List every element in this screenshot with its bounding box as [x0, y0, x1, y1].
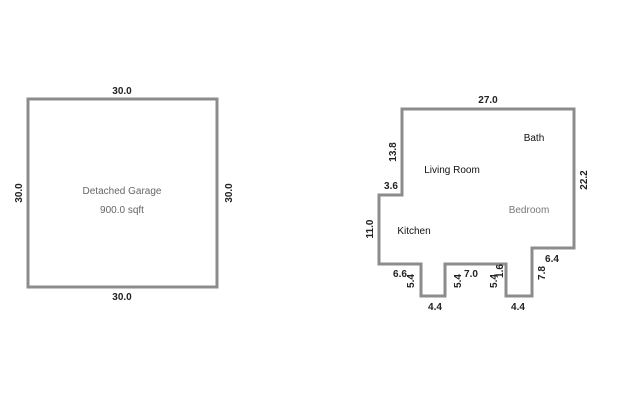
- garage-title: Detached Garage: [83, 186, 162, 197]
- house-dim-notch-right-bottom: 4.4: [511, 302, 525, 313]
- house-dim-left-step: 3.6: [384, 181, 398, 192]
- garage-dim-right: 30.0: [224, 183, 235, 203]
- garage-dim-left: 30.0: [14, 183, 25, 203]
- house-dim-middle: 7.0: [464, 269, 478, 280]
- house-dim-bottom-right-step: 6.4: [545, 254, 559, 265]
- house-dim-notch-right-small: 1.6: [495, 264, 506, 278]
- room-label-kitchen: Kitchen: [397, 226, 430, 237]
- garage-dim-bottom: 30.0: [112, 292, 132, 303]
- house-dim-right: 22.2: [579, 170, 590, 190]
- house-dim-left-lower: 11.0: [365, 219, 376, 238]
- house-dim-bottom-left-step: 6.6: [393, 269, 407, 280]
- house-dim-top: 27.0: [478, 95, 498, 106]
- room-label-bedroom: Bedroom: [509, 205, 550, 216]
- house-dim-notch-left-outer: 5.4: [406, 274, 417, 288]
- house-dim-left-upper: 13.8: [388, 142, 399, 162]
- house-dim-right-lower-vertical: 7.8: [537, 266, 548, 280]
- room-label-bath: Bath: [524, 133, 545, 144]
- house-outline: [377, 107, 576, 298]
- house-plan: 27.0 22.2 13.8 3.6 11.0 6.6 5.4 4.4 5.4 …: [365, 95, 590, 313]
- garage-dim-top: 30.0: [112, 86, 132, 97]
- house-dim-notch-left-bottom: 4.4: [428, 302, 442, 313]
- room-label-living-room: Living Room: [424, 165, 480, 176]
- garage-outline: [26, 97, 219, 289]
- house-dim-notch-left-inner: 5.4: [453, 274, 464, 288]
- house-dim-notch-right-inner: 5.4: [489, 274, 500, 288]
- garage-area: 900.0 sqft: [100, 205, 144, 216]
- detached-garage: 30.0 30.0 30.0 30.0 Detached Garage 900.…: [14, 86, 235, 303]
